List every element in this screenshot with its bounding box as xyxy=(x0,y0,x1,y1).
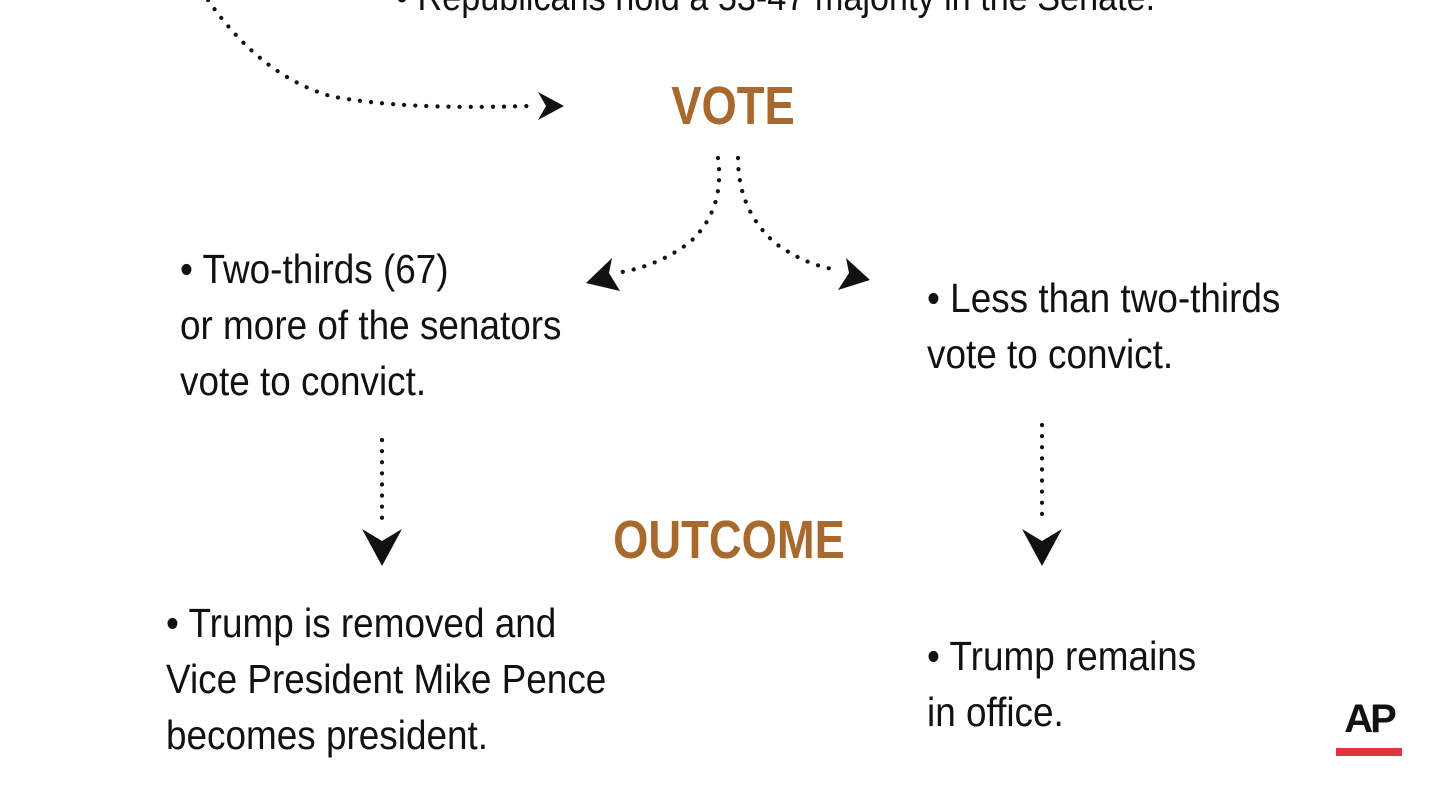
outcome-heading: OUTCOME xyxy=(613,510,845,570)
arrow-acquit-to-remains-head xyxy=(1022,529,1062,566)
arrow-convict-to-removed-head xyxy=(362,529,402,566)
convict-condition-line: or more of the senators xyxy=(180,302,562,348)
arrow-to-vote-head xyxy=(538,92,564,120)
senate-majority-note: • Republicans hold a 53-47 majority in t… xyxy=(396,0,1155,20)
convict-condition-line: vote to convict. xyxy=(180,358,427,404)
arrow-vote-to-acquit xyxy=(735,155,841,273)
remains-outcome-line: in office. xyxy=(927,689,1064,735)
arrow-vote-to-acquit-head xyxy=(838,258,870,290)
arrow-vote-to-convict xyxy=(619,155,722,275)
removed-outcome: • Trump is removed and Vice President Mi… xyxy=(166,595,606,763)
removed-outcome-line: becomes president. xyxy=(166,712,489,758)
remains-outcome-line: • Trump remains xyxy=(927,633,1197,679)
arrow-to-vote xyxy=(205,0,531,109)
acquit-condition-line: vote to convict. xyxy=(927,331,1174,377)
ap-logo-bar xyxy=(1336,748,1402,756)
acquit-condition: • Less than two-thirds vote to convict. xyxy=(927,270,1280,382)
ap-logo-text: AP xyxy=(1344,697,1397,741)
removed-outcome-line: Vice President Mike Pence xyxy=(166,656,607,702)
acquit-condition-line: • Less than two-thirds xyxy=(927,275,1281,321)
ap-logo: AP xyxy=(1336,694,1402,760)
convict-condition-line: • Two-thirds (67) xyxy=(180,246,449,292)
remains-outcome: • Trump remains in office. xyxy=(927,628,1196,740)
vote-heading: VOTE xyxy=(671,76,795,136)
convict-condition: • Two-thirds (67) or more of the senator… xyxy=(180,241,561,409)
removed-outcome-line: • Trump is removed and xyxy=(166,600,557,646)
arrow-vote-to-convict-head xyxy=(586,258,620,291)
